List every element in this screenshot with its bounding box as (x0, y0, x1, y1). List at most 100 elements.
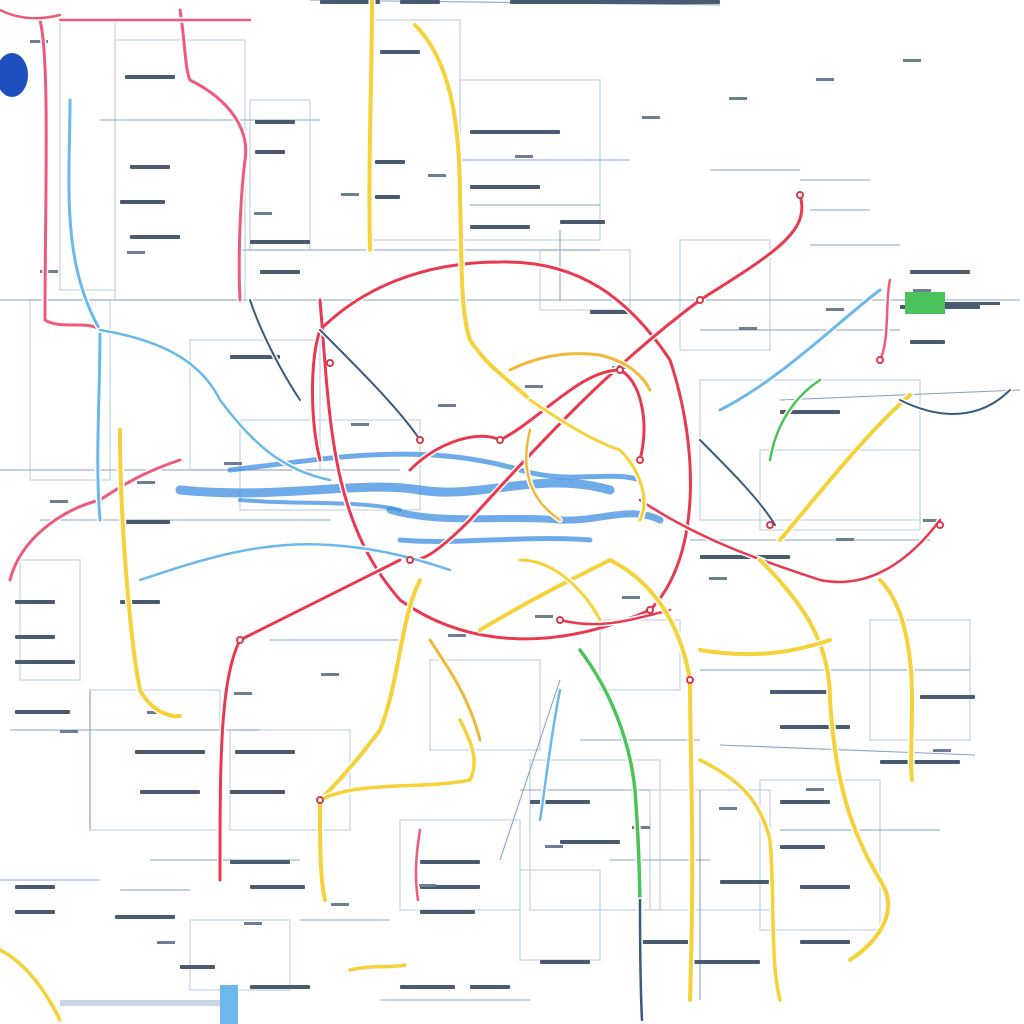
yellow-far-east[interactable] (878, 578, 914, 782)
yellow-south-east-branch[interactable] (698, 758, 782, 1002)
city-block (229, 729, 351, 831)
pink-top-stub[interactable] (0, 8, 252, 22)
label-tick (234, 692, 252, 695)
station[interactable] (696, 296, 704, 304)
stations-layer[interactable] (236, 191, 944, 804)
station[interactable] (496, 436, 504, 444)
pink-north-line[interactable] (38, 18, 102, 332)
pink-upper-line[interactable] (178, 8, 248, 302)
city-block (759, 779, 881, 931)
light-blue-east-line[interactable] (718, 288, 882, 412)
navy-east-diag-casing (697, 437, 778, 528)
label-tick (224, 462, 242, 465)
bottom-bar (60, 1000, 220, 1006)
label-tick (515, 155, 533, 158)
label-tick (535, 615, 553, 618)
navy-east-diag[interactable] (699, 439, 776, 526)
station[interactable] (686, 676, 694, 684)
street-label (540, 960, 590, 964)
street-label (780, 725, 850, 729)
light-blue-mid-line[interactable] (98, 328, 332, 482)
street (719, 744, 976, 756)
pink-east-line[interactable] (878, 278, 892, 362)
yellow-northeast-line[interactable] (413, 23, 532, 402)
street-label (530, 800, 590, 804)
yellow-north-line[interactable] (367, 0, 374, 252)
city-block (759, 449, 921, 531)
street-label (910, 270, 970, 274)
street-label (120, 520, 170, 524)
navy-west-line-casing (247, 297, 303, 403)
station[interactable] (326, 359, 334, 367)
yellow-central-line[interactable] (318, 578, 422, 902)
yellow-east-line[interactable] (778, 393, 912, 542)
street-label (125, 75, 175, 79)
yellow-bottom-left[interactable] (0, 948, 62, 1022)
street-label (260, 270, 300, 274)
station[interactable] (876, 356, 884, 364)
station[interactable] (406, 556, 414, 564)
street-label (510, 0, 720, 4)
red-inner-loop[interactable] (408, 368, 646, 472)
street-label (560, 840, 620, 844)
city-block (679, 239, 771, 351)
navy-far-east[interactable] (899, 389, 1011, 415)
navy-north-diag[interactable] (319, 329, 421, 441)
navy-south-line[interactable] (638, 898, 644, 1022)
navy-west-line[interactable] (249, 299, 301, 401)
yellow-southeast-line[interactable] (758, 558, 891, 962)
light-blue-curve-casing (137, 541, 453, 583)
green-east-line[interactable] (768, 378, 822, 462)
yellow-southwest[interactable] (318, 718, 476, 802)
station[interactable] (646, 606, 654, 614)
red-branch-south[interactable] (558, 608, 672, 626)
city-block (529, 759, 661, 911)
station[interactable] (936, 521, 944, 529)
street-label (800, 885, 850, 889)
street-label (230, 355, 280, 359)
orange-south-line[interactable] (428, 638, 482, 742)
station[interactable] (316, 796, 324, 804)
yellow-bottom-center[interactable] (348, 963, 407, 972)
green-south-line[interactable] (578, 648, 642, 922)
yellow-inner-mesh[interactable] (518, 398, 646, 622)
label-tick (331, 903, 349, 906)
city-block (519, 869, 601, 961)
street-label (560, 220, 605, 224)
label-tick (729, 97, 747, 100)
yellow-southeast-line-casing (756, 556, 892, 964)
yellow-mid-east[interactable] (698, 638, 832, 657)
station[interactable] (636, 456, 644, 464)
city-block (649, 789, 771, 911)
pink-south-stub[interactable] (414, 828, 422, 902)
water-layer (175, 451, 664, 544)
yellow-loop-line[interactable] (478, 558, 695, 1002)
red-branch-east[interactable] (638, 498, 942, 584)
station[interactable] (796, 191, 804, 199)
label-tick (903, 59, 921, 62)
light-blue-curve[interactable] (138, 543, 452, 582)
station[interactable] (616, 366, 624, 374)
street-label (135, 750, 205, 754)
station[interactable] (766, 521, 774, 529)
label-tick (127, 251, 145, 254)
light-blue-south[interactable] (538, 688, 562, 822)
station[interactable] (556, 616, 564, 624)
station[interactable] (236, 636, 244, 644)
legend-line (945, 302, 1000, 305)
station[interactable] (416, 436, 424, 444)
yellow-west-line[interactable] (118, 428, 182, 719)
orange-center-line[interactable] (508, 352, 652, 392)
street-label (180, 965, 215, 969)
label-tick (40, 270, 58, 273)
orange-mid-line[interactable] (525, 428, 562, 522)
label-tick (836, 538, 854, 541)
red-west-line-casing (217, 557, 403, 883)
river (227, 451, 643, 483)
circle-marker-icon[interactable] (0, 53, 28, 97)
street-label (770, 690, 830, 694)
street-label (640, 940, 690, 944)
